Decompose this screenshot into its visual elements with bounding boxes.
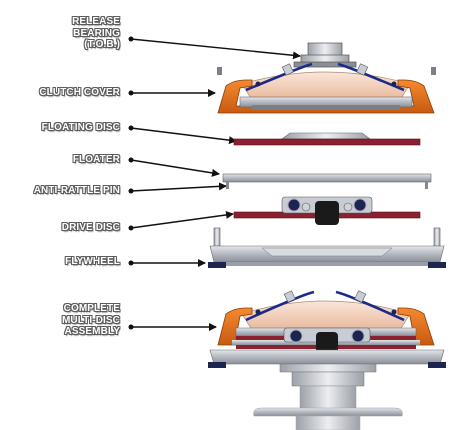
label-complete-assembly-line3: ASSEMBLY <box>64 326 120 337</box>
clutch-cover-part <box>217 62 436 114</box>
label-anti-rattle-pin: ANTI-RATTLE PIN <box>33 185 120 196</box>
drive-disc-part <box>233 196 421 225</box>
complete-assembly-part <box>208 290 446 430</box>
label-flywheel: FLYWHEEL <box>65 256 120 267</box>
label-release-bearing-line3: (T.O.B.) <box>84 39 120 50</box>
label-floater: FLOATER <box>72 154 120 165</box>
label-release-bearing-line2: BEARING <box>73 27 120 39</box>
flywheel-part <box>208 227 446 268</box>
arrow-floater <box>130 159 220 177</box>
leader-lines <box>128 36 301 331</box>
label-complete-assembly: COMPLETE MULTI-DISC ASSEMBLY <box>2 303 120 338</box>
floating-disc-part <box>233 132 421 146</box>
label-floating-disc: FLOATING DISC <box>41 122 120 133</box>
label-complete-assembly-line2: MULTI-DISC <box>61 314 120 326</box>
arrow-drive-disc <box>130 210 234 229</box>
label-clutch-cover: CLUTCH COVER <box>39 87 120 98</box>
release-bearing-part <box>293 42 357 68</box>
leader-dot-floating-disc <box>128 125 134 131</box>
arrow-floating-disc <box>130 127 237 145</box>
arrow-anti-rattle-pin <box>130 182 227 192</box>
label-release-bearing: RELEASE BEARING (T.O.B.) <box>2 16 120 51</box>
floater-part <box>222 173 432 189</box>
label-drive-disc: DRIVE DISC <box>61 222 120 233</box>
label-complete-assembly-line1: COMPLETE <box>63 303 120 314</box>
arrow-release-bearing <box>130 38 301 60</box>
label-release-bearing-line1: RELEASE <box>72 16 120 27</box>
